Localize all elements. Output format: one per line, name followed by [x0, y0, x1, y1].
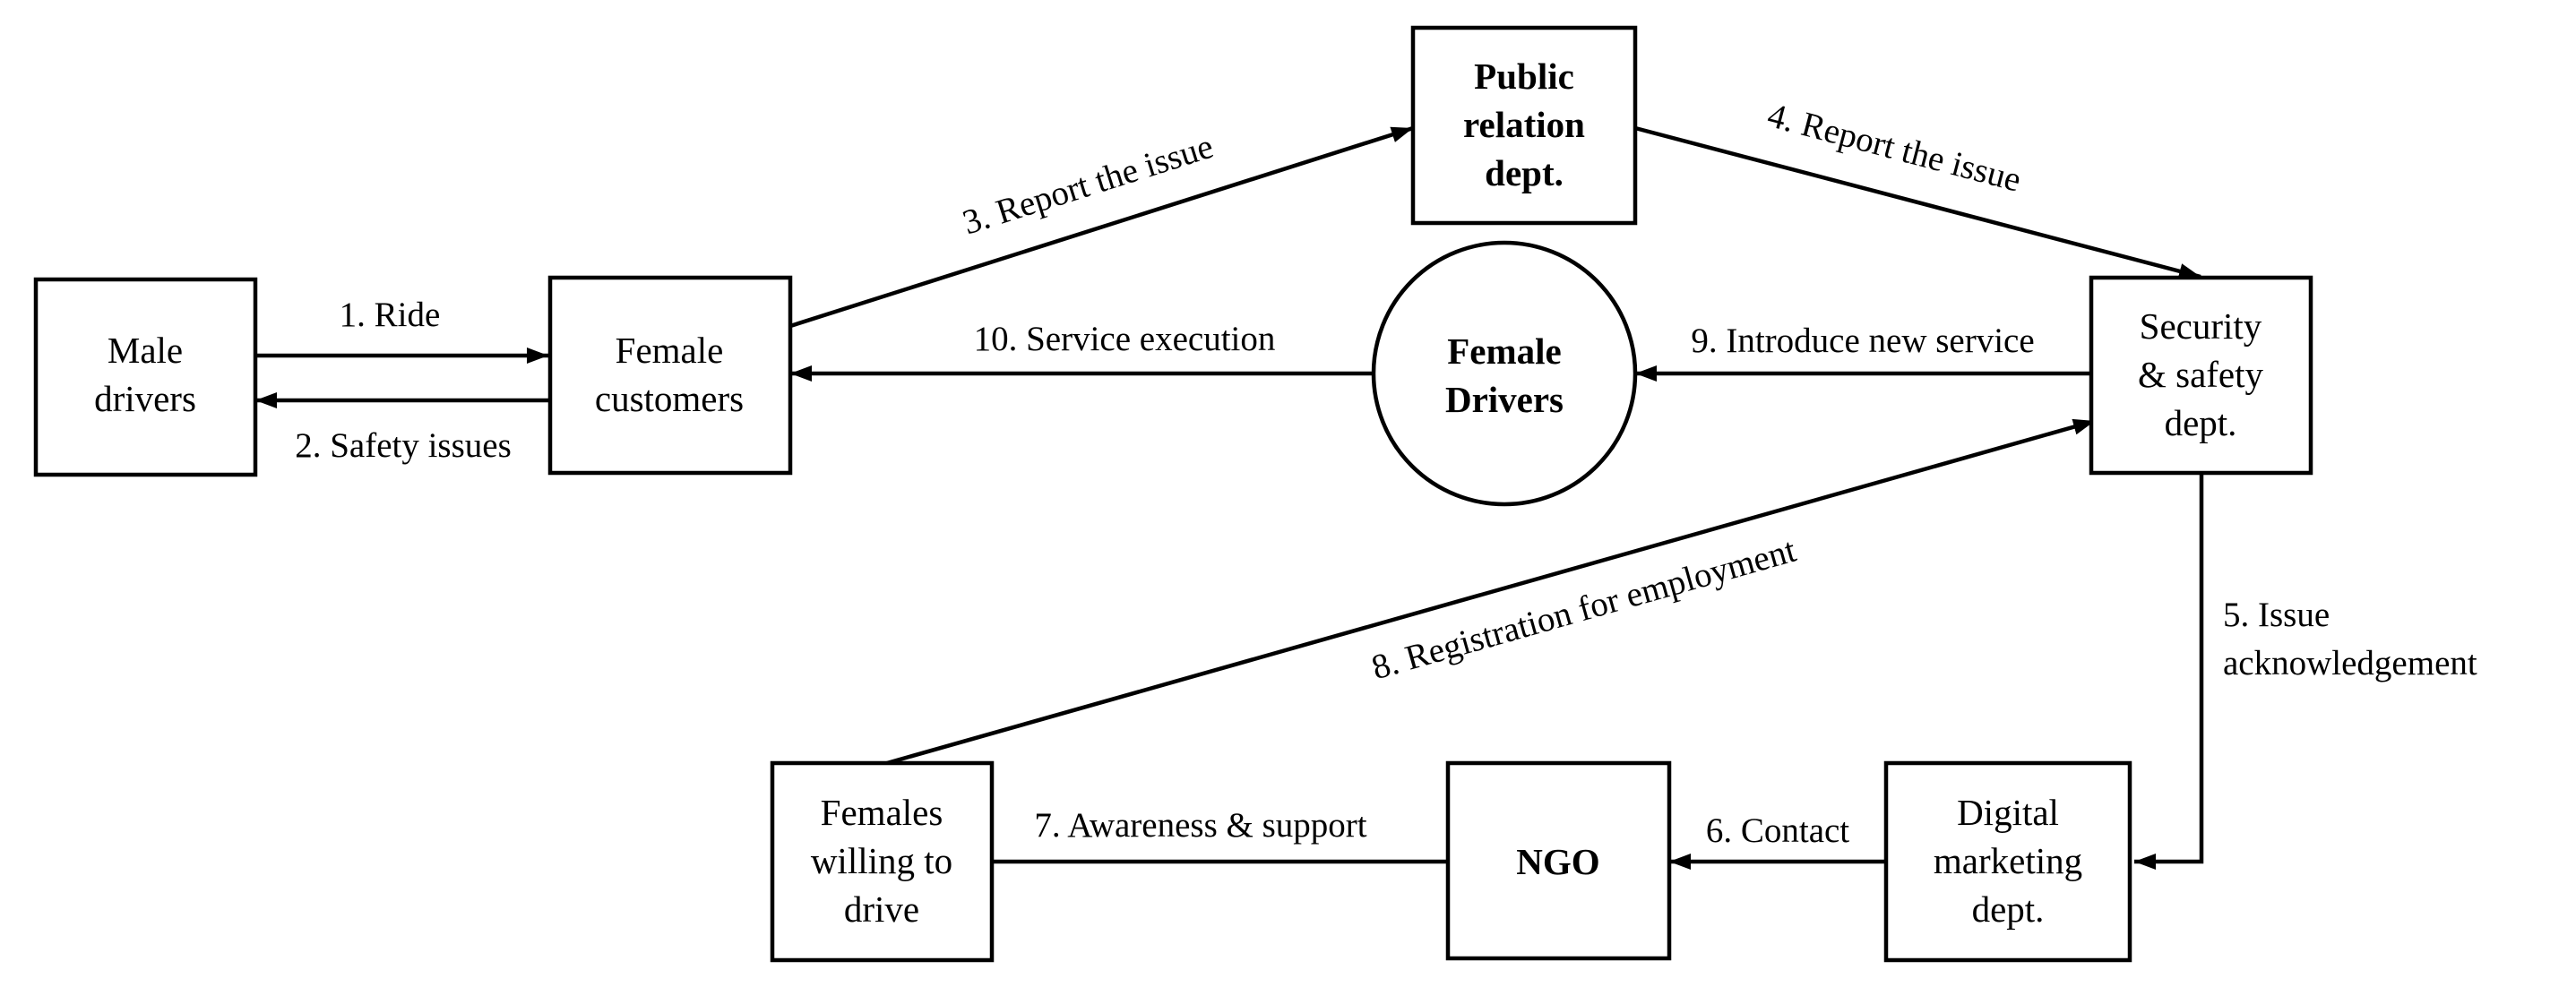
edge-report-issue-3 — [789, 125, 1414, 329]
node-label-line: Females — [821, 792, 943, 833]
label-introduce-service: 9. Introduce new service — [1691, 322, 2034, 360]
node-label-line: marketing — [1934, 840, 2082, 881]
node-male-drivers: Male drivers — [33, 277, 258, 477]
edge-report-issue-4 — [1634, 125, 2201, 279]
label-safety-issues: 2. Safety issues — [295, 426, 512, 465]
node-label-line: NGO — [1516, 841, 1599, 882]
node-label-line: drive — [844, 888, 919, 930]
label-service-execution: 10. Service execution — [974, 320, 1276, 358]
node-label-line: Drivers — [1445, 379, 1564, 420]
node-label-line: willing to — [811, 840, 952, 881]
node-female-customers: Female customers — [547, 275, 793, 476]
node-digital-marketing-dept: Digital marketing dept. — [1883, 760, 2132, 963]
node-label-line: Female — [616, 330, 724, 371]
node-label-line: & safety — [2138, 354, 2264, 395]
node-label-line: dept. — [2165, 402, 2237, 443]
node-label-line: drivers — [94, 378, 196, 419]
node-female-drivers: Female Drivers — [1371, 240, 1638, 507]
label-contact: 6. Contact — [1706, 811, 1849, 850]
node-females-willing-to-drive: Females willing to drive — [770, 760, 995, 963]
node-label-line: dept. — [1485, 152, 1564, 193]
node-ngo: NGO — [1445, 760, 1672, 961]
label-issue-ack-line2: acknowledgement — [2223, 644, 2477, 682]
label-awareness-support: 7. Awareness & support — [1034, 806, 1366, 845]
node-label-line: Security — [2140, 305, 2262, 347]
label-report-issue-3: 3. Report the issue — [958, 127, 1218, 243]
edge-issue-acknowledgement — [2134, 475, 2204, 870]
edge-registration — [886, 418, 2096, 766]
node-public-relation-dept: Public relation dept. — [1410, 25, 1638, 226]
node-label-line: Female — [1447, 330, 1561, 372]
label-report-issue-4: 4. Report the issue — [1763, 96, 2025, 200]
label-issue-ack-line1: 5. Issue — [2223, 596, 2330, 634]
node-security-safety-dept: Security & safety dept. — [2089, 275, 2313, 476]
node-label-line: dept. — [1972, 888, 2045, 930]
node-label-line: Digital — [1957, 792, 2059, 833]
node-label-line: customers — [595, 378, 744, 419]
label-ride: 1. Ride — [340, 296, 441, 334]
edges — [255, 125, 2204, 870]
node-label-line: Public — [1474, 56, 1574, 97]
node-label-line: relation — [1463, 104, 1585, 145]
node-label-line: Male — [108, 330, 183, 371]
